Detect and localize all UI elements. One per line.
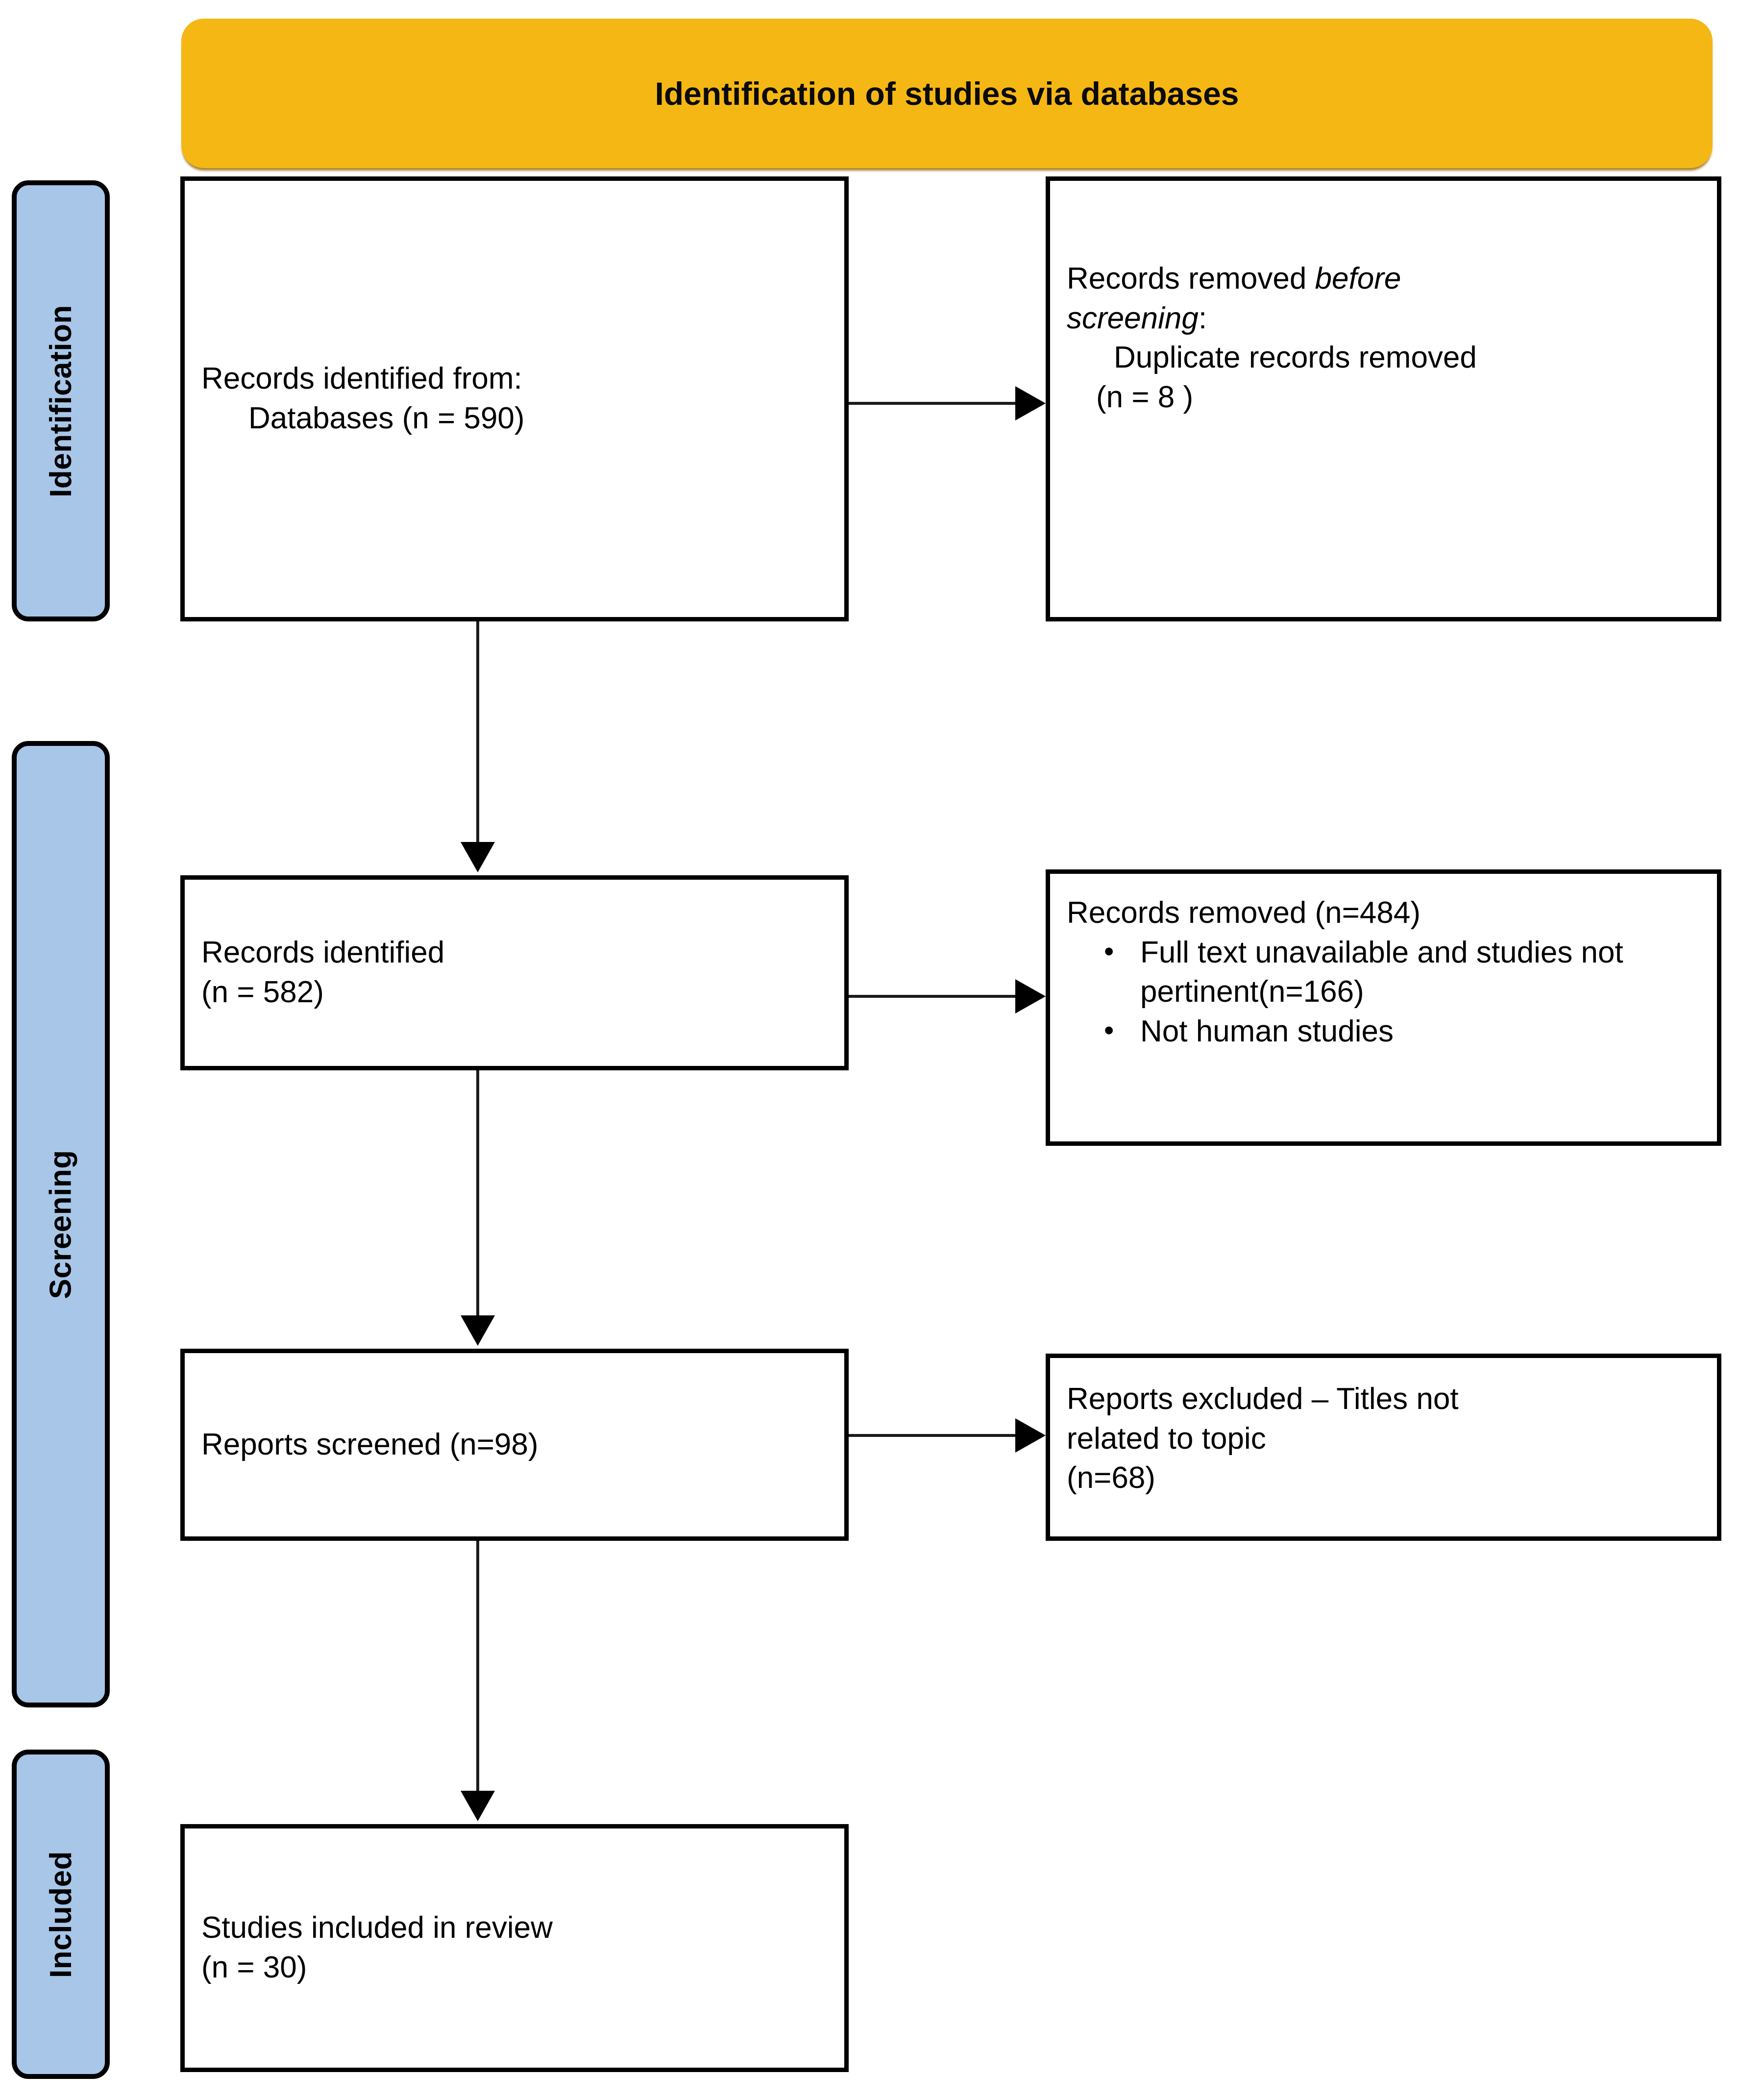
arrowhead-identification-to-screening [461, 842, 495, 872]
arrowhead-records-identified-to-records-removed [1015, 979, 1046, 1013]
connector-identification-to-screening [476, 621, 479, 848]
box-records-removed: Records removed (n=484) Full text unavai… [1046, 869, 1721, 1146]
stage-label-identification: Identification [44, 304, 78, 497]
connector-reports-screened-to-studies-included [476, 1541, 479, 1797]
list-item: Full text unavailable and studies not pe… [1104, 933, 1700, 1012]
records-removed-before-screening-line1: Records removed before [1067, 259, 1700, 299]
records-identified-line1: Records identified [201, 936, 445, 970]
box-records-identified-from: Records identified from: Databases (n = … [180, 176, 849, 621]
arrowhead-identified-to-removed [1015, 386, 1046, 420]
records-removed-before-screening-italic-before: before [1315, 262, 1401, 296]
box-records-identified: Records identified (n = 582) [180, 875, 849, 1070]
list-item: Not human studies [1104, 1012, 1700, 1052]
reports-excluded-line1: Reports excluded – Titles not [1067, 1382, 1459, 1416]
records-removed-heading: Records removed (n=484) [1067, 896, 1421, 930]
records-removed-before-screening-prefix: Records removed [1067, 262, 1315, 296]
arrowhead-reports-screened-to-studies-included [461, 1791, 495, 1821]
connector-reports-screened-to-reports-excluded [849, 1434, 1018, 1437]
records-removed-reason-list: Full text unavailable and studies not pe… [1067, 933, 1700, 1052]
box-reports-screened: Reports screened (n=98) [180, 1349, 849, 1541]
header-band-identification-via-databases: Identification of studies via databases [181, 19, 1713, 168]
records-removed-before-screening-line2: screening: [1067, 299, 1700, 339]
stage-label-included: Included [44, 1851, 78, 1978]
connector-records-identified-to-records-removed [849, 995, 1018, 998]
records-removed-before-screening-line4: (n = 8 ) [1096, 380, 1194, 414]
stage-pill-included: Included [12, 1750, 110, 2079]
reports-excluded-line3: (n=68) [1067, 1461, 1155, 1495]
header-title: Identification of studies via databases [655, 75, 1239, 112]
records-removed-before-screening-colon: : [1198, 301, 1207, 335]
stage-label-screening: Screening [44, 1149, 78, 1299]
records-identified-line2: (n = 582) [201, 975, 324, 1009]
stage-pill-screening: Screening [12, 741, 110, 1707]
records-identified-from-line1: Records identified from: [201, 362, 522, 396]
records-removed-before-screening-italic-screening: screening [1067, 301, 1199, 335]
connector-records-identified-to-reports-screened [476, 1070, 479, 1321]
reports-excluded-line2: related to topic [1067, 1421, 1266, 1456]
arrowhead-reports-screened-to-reports-excluded [1015, 1418, 1046, 1453]
connector-identified-to-removed [849, 402, 1018, 405]
studies-included-line1: Studies included in review [201, 1911, 553, 1945]
reports-screened-line1: Reports screened (n=98) [201, 1427, 539, 1461]
studies-included-line2: (n = 30) [201, 1951, 307, 1984]
box-reports-excluded: Reports excluded – Titles not related to… [1046, 1354, 1721, 1541]
records-identified-from-line2: Databases (n = 590) [248, 401, 525, 435]
box-studies-included-in-review: Studies included in review (n = 30) [180, 1824, 849, 2072]
records-removed-before-screening-line3: Duplicate records removed [1114, 341, 1477, 375]
arrowhead-records-identified-to-reports-screened [461, 1315, 495, 1346]
stage-pill-identification: Identification [12, 180, 110, 621]
box-records-removed-before-screening: Records removed before screening: Duplic… [1046, 176, 1721, 621]
